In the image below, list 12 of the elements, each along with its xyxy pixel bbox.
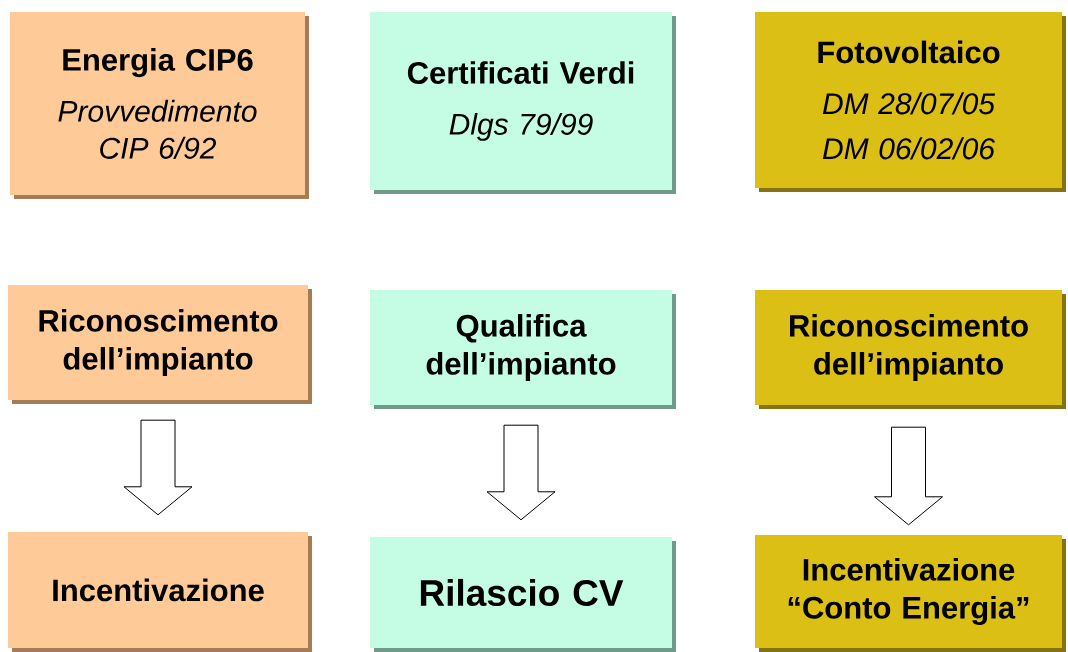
box: Incentivazione [8,532,312,652]
box: Energia CIP6 Provvedimento CIP 6/92 [10,12,309,199]
block-arrow [486,424,556,521]
box: Incentivazione “Conto Energia” [755,535,1066,652]
box: Fotovoltaico DM 28/07/05 DM 06/02/06 [755,12,1066,192]
block-arrow [874,426,943,526]
block-arrow [123,419,193,516]
box: Riconoscimento dell’impianto [755,290,1066,409]
box: Rilascio CV [370,537,676,652]
box: Qualifica dell’impianto [370,290,676,409]
box: Riconoscimento dell’impianto [8,285,312,404]
box: Certificati Verdi Dlgs 79/99 [370,12,676,194]
